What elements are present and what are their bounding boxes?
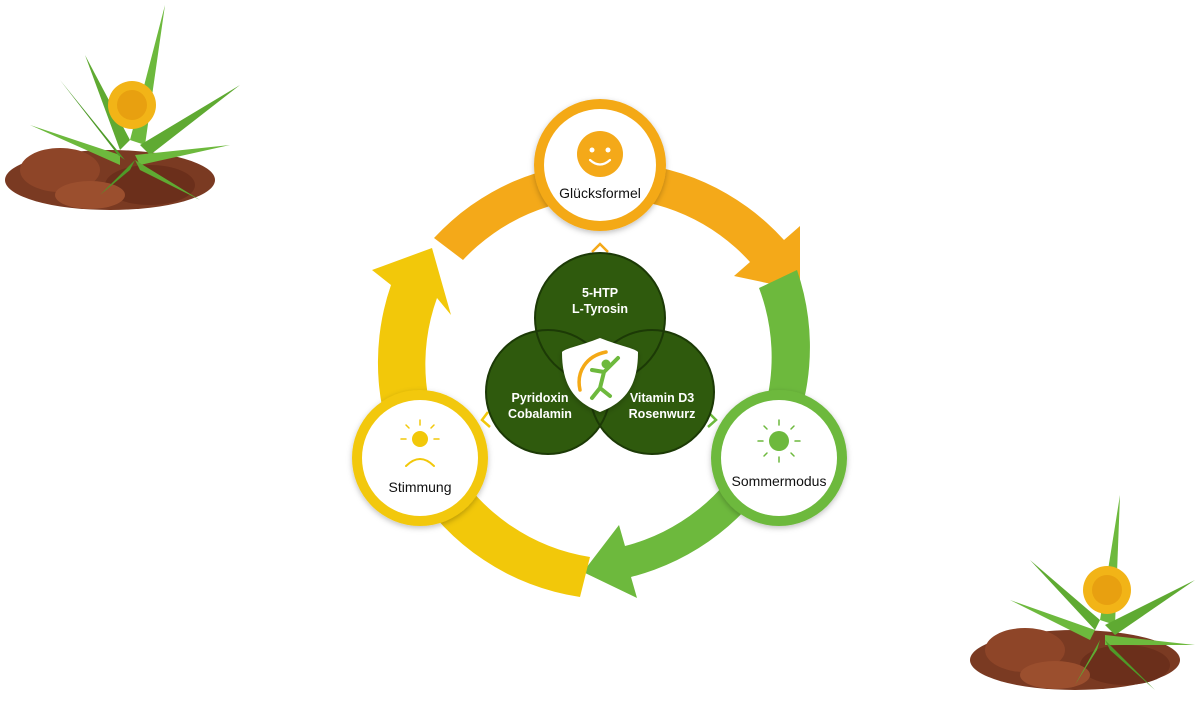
- chevron-left-icon: [480, 411, 491, 428]
- shield-person-logo-icon: [562, 338, 638, 412]
- venn-left-line1: Pyridoxin: [512, 391, 569, 405]
- rhodiola-plant-bottom-right: [970, 495, 1195, 690]
- rhodiola-plant-top-left: [5, 5, 240, 210]
- smiley-face-icon: [577, 131, 623, 177]
- chevron-up-icon: [591, 242, 609, 253]
- venn-top-line2: L-Tyrosin: [572, 302, 628, 316]
- node-sommermodus: Sommermodus: [711, 390, 847, 526]
- node-right-label: Sommermodus: [732, 473, 827, 489]
- node-left-label: Stimmung: [388, 479, 451, 495]
- venn-right-line2: Rosenwurz: [629, 407, 696, 421]
- venn-left-line2: Cobalamin: [508, 407, 572, 421]
- venn-right-line1: Vitamin D3: [630, 391, 694, 405]
- node-gluecksformel: Glücksformel: [534, 99, 666, 231]
- venn-top-line1: 5-HTP: [582, 286, 618, 300]
- node-top-label: Glücksformel: [559, 185, 641, 201]
- sad-sun-icon: [400, 419, 440, 467]
- sun-icon: [757, 419, 801, 463]
- node-stimmung: Stimmung: [352, 390, 488, 526]
- cycle-arrow-yellow: [372, 248, 590, 597]
- cycle-arrow-orange: [434, 161, 800, 290]
